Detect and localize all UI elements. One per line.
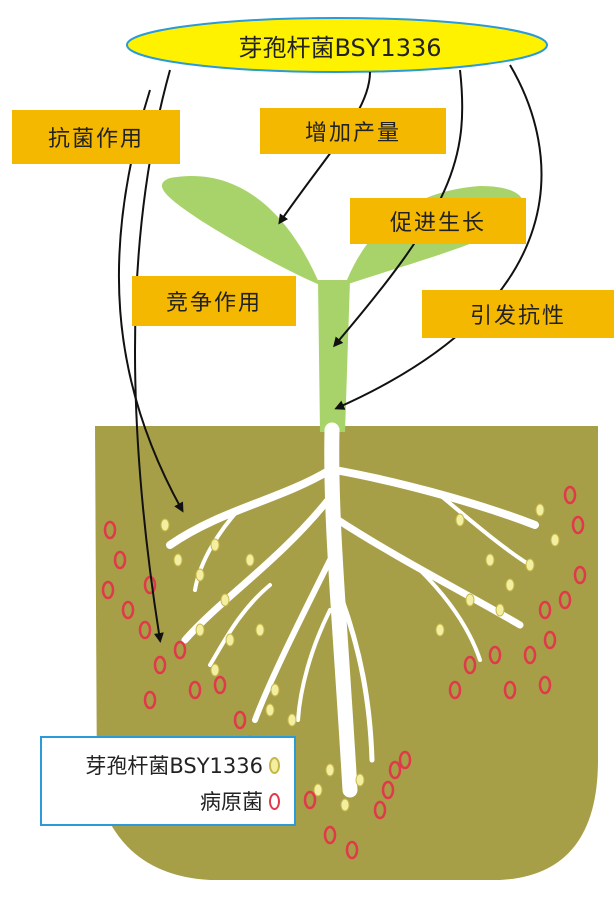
stem: [318, 280, 350, 432]
legend-row-pathogen: 病原菌: [200, 786, 280, 816]
left-leaf: [161, 175, 320, 285]
legend-row-bacillus: 芽孢杆菌BSY1336: [85, 750, 280, 780]
pathogen-icon: [269, 792, 280, 810]
legend-label-pathogen: 病原菌: [200, 790, 263, 814]
label-yield: 增加产量: [260, 108, 446, 154]
label-resistance: 引发抗性: [422, 290, 614, 338]
arrow-resistance: [334, 64, 543, 410]
legend: 芽孢杆菌BSY1336 病原菌: [40, 736, 296, 826]
title-ellipse: [126, 17, 548, 73]
label-antibacterial: 抗菌作用: [12, 110, 180, 164]
bacillus-cells: [160, 503, 560, 812]
label-growth: 促进生长: [350, 198, 526, 244]
bacillus-icon: [269, 756, 280, 774]
arrow-growth: [333, 69, 464, 348]
pathogen-cells: [101, 485, 587, 860]
label-competition: 竞争作用: [132, 276, 296, 326]
title: 芽孢杆菌BSY1336: [238, 33, 442, 62]
legend-label-bacillus: 芽孢杆菌BSY1336: [85, 754, 263, 778]
